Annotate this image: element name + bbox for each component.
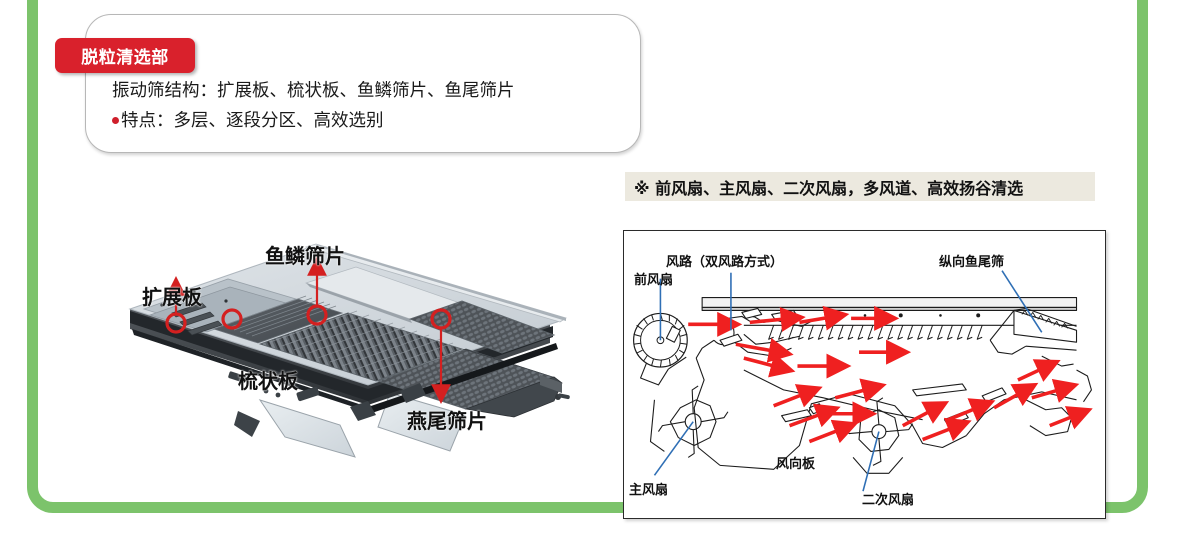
vibrating-sieve-diagram: 扩展板 梳状板 鱼鳞筛片 燕尾筛片 bbox=[110, 225, 580, 470]
sieve-structure-text: 振动筛结构：扩展板、梳状板、鱼鳞筛片、鱼尾筛片 bbox=[112, 81, 515, 101]
label-wind-guide-plate: 风向板 bbox=[776, 457, 816, 472]
spec-callout-box bbox=[85, 14, 641, 153]
label-front-fan: 前风扇 bbox=[634, 273, 674, 288]
label-longitudinal-fishtail-sieve: 纵向鱼尾筛 bbox=[939, 255, 1005, 270]
label-secondary-fan: 二次风扇 bbox=[862, 493, 915, 508]
sieve-illustration-svg bbox=[128, 243, 570, 458]
spec-callout-text: 振动筛结构：扩展板、梳状板、鱼鳞筛片、鱼尾筛片 特点：多层、逐段分区、高效选别 bbox=[112, 76, 632, 136]
features-text: 特点：多层、逐段分区、高效选别 bbox=[121, 111, 384, 131]
label-fish-scale-sieve: 鱼鳞筛片 bbox=[265, 244, 345, 268]
features-line: 特点：多层、逐段分区、高效选别 bbox=[112, 106, 632, 136]
airflow-section-header-label: ※ 前风扇、主风扇、二次风扇，多风道、高效扬谷清选 bbox=[634, 178, 1024, 198]
label-main-fan: 主风扇 bbox=[629, 483, 669, 498]
section-title-badge: 脱粒清选部 bbox=[55, 38, 195, 73]
airflow-diagram-panel: 前风扇 风路（双风路方式） 纵向鱼尾筛 主风扇 风向板 二次风扇 bbox=[623, 230, 1106, 519]
label-expansion-plate: 扩展板 bbox=[142, 285, 202, 309]
label-swallow-tail-sieve: 燕尾筛片 bbox=[407, 409, 487, 433]
label-air-path: 风路（双风路方式） bbox=[666, 255, 784, 270]
bullet-dot-icon bbox=[112, 116, 119, 124]
airflow-illustration-svg bbox=[633, 270, 1093, 492]
section-title-label: 脱粒清选部 bbox=[81, 48, 169, 68]
airflow-section-header: ※ 前风扇、主风扇、二次风扇，多风道、高效扬谷清选 bbox=[625, 172, 1095, 201]
sieve-structure-line: 振动筛结构：扩展板、梳状板、鱼鳞筛片、鱼尾筛片 bbox=[112, 76, 632, 106]
label-comb-plate: 梳状板 bbox=[238, 369, 298, 393]
